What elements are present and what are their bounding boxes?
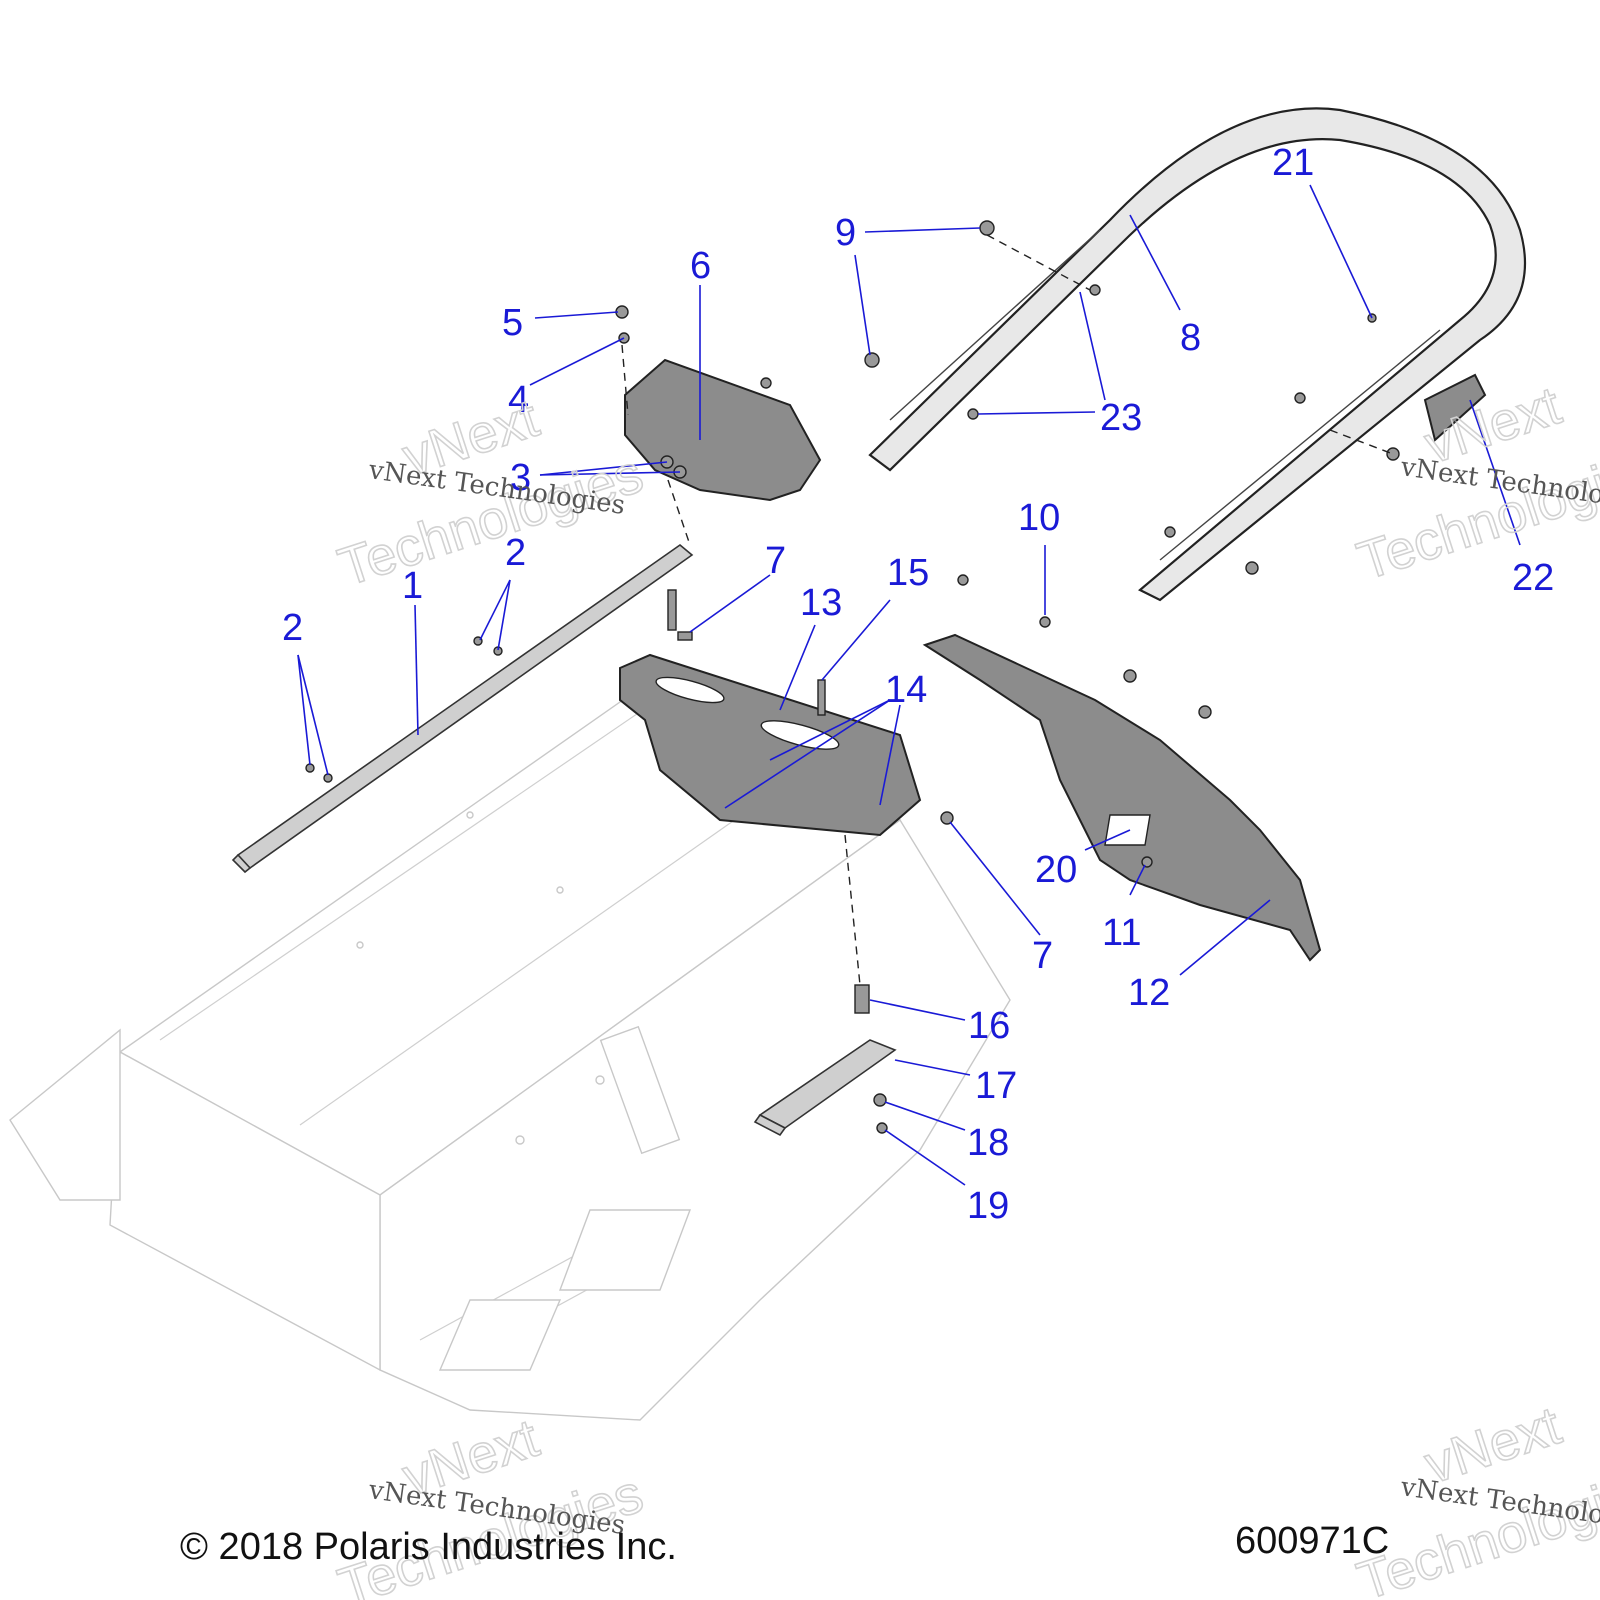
part-12-flap xyxy=(922,633,1322,962)
part-6-cover xyxy=(624,358,822,502)
callout-17: 17 xyxy=(975,1065,1017,1107)
callout-2-left: 2 xyxy=(282,607,303,649)
callout-10: 10 xyxy=(1018,497,1060,539)
callout-15: 15 xyxy=(887,552,929,594)
callout-20: 20 xyxy=(1035,849,1077,891)
part-13-bracket xyxy=(619,653,922,837)
callout-18: 18 xyxy=(967,1122,1009,1164)
diagram-number: 600971C xyxy=(1235,1520,1390,1562)
callout-22: 22 xyxy=(1512,557,1554,599)
callout-19: 19 xyxy=(967,1185,1009,1227)
callout-1: 1 xyxy=(402,565,423,607)
hardware xyxy=(305,220,1400,1134)
part-1-rail xyxy=(231,543,694,874)
callout-7-upper: 7 xyxy=(765,540,786,582)
callouts: 1 2 2 3 4 5 6 7 7 8 9 10 11 12 13 14 15 … xyxy=(282,142,1554,1227)
callout-12: 12 xyxy=(1128,972,1170,1014)
tunnel-frame xyxy=(9,687,1011,1421)
assembly-lines xyxy=(621,234,1394,986)
copyright-notice: © 2018 Polaris Industries Inc. xyxy=(180,1526,677,1568)
part-8-grab-bar xyxy=(868,107,1527,602)
callout-8: 8 xyxy=(1180,317,1201,359)
part-22-decal xyxy=(1423,373,1487,442)
callout-14: 14 xyxy=(885,669,927,711)
part-17-block xyxy=(753,1039,897,1137)
callout-13: 13 xyxy=(800,582,842,624)
callout-5: 5 xyxy=(502,302,523,344)
callout-16: 16 xyxy=(968,1005,1010,1047)
callout-6: 6 xyxy=(690,245,711,287)
callout-11: 11 xyxy=(1102,912,1141,954)
callout-2-center: 2 xyxy=(505,532,526,574)
callout-4: 4 xyxy=(508,379,529,421)
callout-3: 3 xyxy=(510,457,531,499)
callout-23: 23 xyxy=(1100,397,1142,439)
callout-21: 21 xyxy=(1272,142,1314,184)
leader-lines xyxy=(297,184,1521,1186)
callout-7-lower: 7 xyxy=(1032,935,1053,977)
callout-9: 9 xyxy=(835,212,856,254)
